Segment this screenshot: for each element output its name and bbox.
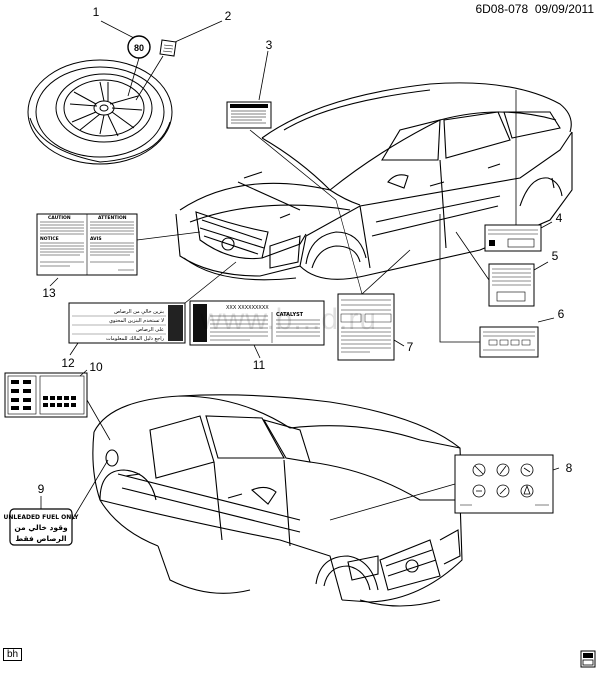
watermark: www.b...d.ru [200,303,378,336]
label-12-line-2: لا تستخدم البنزين المحتوي [109,318,164,324]
spare-wheel [27,59,173,165]
leader-6 [537,317,555,323]
leader-7 [393,339,405,347]
label-8-pictogram-label [454,454,554,514]
tire-rating-text: 80 [134,43,144,53]
doc-date: 09/09/2011 [534,2,594,16]
label-9-fuel-arabic-1: وقود خالي من [14,523,68,532]
callout-10: 10 [89,360,103,374]
diagram-header: 6D08-078 09/09/2011 [475,2,594,16]
callout-9: 9 [37,482,45,496]
leader-5-car [455,231,490,281]
leader-hood [335,199,363,295]
leader-8-car [329,483,456,521]
car-front-view [175,82,573,281]
callout-6: 6 [557,307,565,321]
label-4-door-label [484,224,542,252]
footer-tag: bh [3,648,23,661]
leader-10-car [86,399,111,441]
label-12-line-4: راجع دليل المالك للمعلومات [106,336,165,342]
leader-7-car [361,249,411,295]
callout-4: 4 [555,211,563,225]
doc-id: 6D08-078 [475,2,529,16]
callout-13: 13 [42,286,56,300]
leader-10 [79,369,88,377]
callout-5: 5 [551,249,559,263]
label-12-line-3: على الرصاص [136,327,164,333]
leader-5 [533,261,549,271]
label-9-fuel-english: UNLEADED FUEL ONLY [4,514,80,521]
callout-7: 7 [406,340,414,354]
leader-lines-top-left [100,20,223,101]
label-11-emission-label [189,300,325,346]
tire-pressure-decal [159,39,177,57]
label-6-certification-label [479,326,539,358]
callout-1: 1 [92,5,100,19]
callout-3: 3 [265,38,273,52]
label-12-arabic-notice [68,302,186,344]
leader-13-num [49,277,59,287]
leader-3 [258,50,269,101]
leader-9-car [71,459,109,521]
label-10-fuse-label [4,372,88,418]
label-9-fuel-arabic-2: الرصاص فقط [15,534,66,543]
label-3-caution-sticker [226,101,272,129]
label-13-caution-title: CAUTION [48,215,71,221]
leader-3-car [249,129,337,201]
leader-11 [253,344,261,359]
callout-8: 8 [565,461,573,475]
label-11-vin-mask: XXX XXXXXXXXX [226,305,269,311]
callout-11: 11 [252,358,266,372]
leader-8 [552,467,560,471]
label-7-tire-placard [337,293,395,361]
leader-12 [69,342,79,356]
leader-12-car [184,261,237,304]
label-13-hood-caution [36,213,138,276]
callout-2: 2 [224,9,232,23]
label-13-notice-title: NOTICE [40,236,59,242]
label-13-attention-title: ATTENTION [98,215,127,221]
car-rear-view [92,394,463,607]
leader-4 [540,221,553,229]
label-12-line-1: بنزين خالي من الرصاص [114,309,164,315]
callout-12: 12 [61,356,75,370]
leader-13 [136,231,201,241]
label-5-code-label [488,263,535,307]
leader-6-car [439,214,480,343]
label-11-catalyst: CATALYST [276,312,304,318]
label-13-avis-title: AVIS [90,236,102,242]
publisher-logo-icon [580,650,596,668]
